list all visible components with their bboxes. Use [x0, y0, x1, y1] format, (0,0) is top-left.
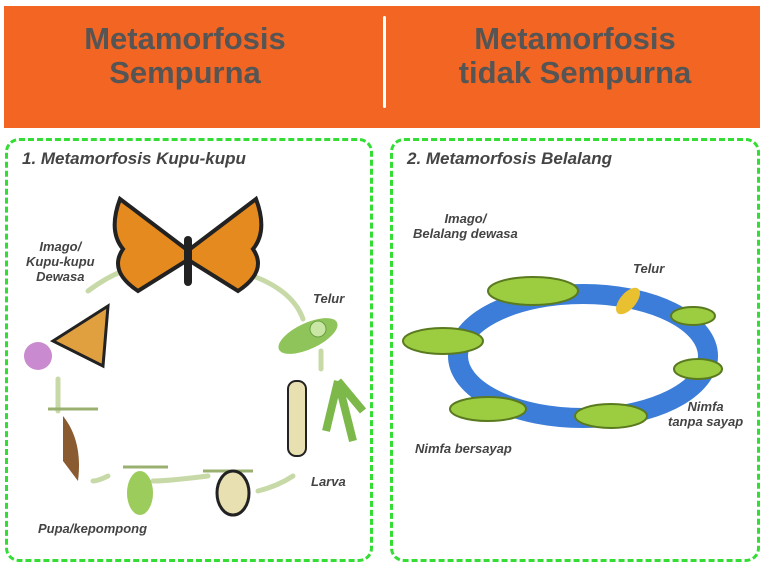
wingless-nymph-icon — [673, 358, 723, 380]
butterfly-cycle-illustration — [24, 195, 367, 517]
wingless-nymph-icon — [670, 306, 716, 326]
flower-icon — [24, 342, 52, 370]
heading-line: Metamorfosis — [474, 21, 676, 56]
butterfly-panel: 1. Metamorfosis Kupu-kupu — [5, 138, 373, 562]
winged-nymph-icon — [449, 396, 527, 422]
egg-icon — [616, 287, 640, 315]
adult-grasshopper-icon — [487, 276, 579, 306]
label-line: Dewasa — [36, 269, 85, 284]
label-line: Imago/ — [444, 211, 487, 226]
incomplete-metamorphosis-heading: Metamorfosis tidak Sempurna — [390, 22, 760, 90]
grasshopper-cycle-illustration — [402, 276, 723, 429]
butterfly-adult-icon — [112, 195, 264, 294]
label-line: Imago/ — [39, 239, 82, 254]
butterfly-on-flower-icon — [49, 303, 110, 369]
chrysalis-icon — [127, 471, 153, 515]
label-line: Belalang dewasa — [413, 226, 518, 241]
stage-label-imago: Imago/ Belalang dewasa — [413, 211, 518, 241]
grasshopper-panel: 2. Metamorfosis Belalang Imago/ Belalang… — [390, 138, 760, 562]
nymph-icon — [574, 403, 648, 429]
heading-line: tidak Sempurna — [458, 55, 692, 90]
larva-icon — [287, 378, 367, 457]
heading-line: Metamorfosis — [84, 21, 286, 56]
label-line: tanpa sayap — [668, 414, 744, 429]
stage-label-wingless-nymph: Nimfa tanpa sayap — [668, 399, 743, 429]
stage-label-egg: Telur — [313, 291, 345, 306]
winged-nymph-icon — [402, 327, 484, 355]
emerging-butterfly-icon — [63, 416, 79, 481]
prepupa-icon — [215, 469, 251, 517]
panel-title: 1. Metamorfosis Kupu-kupu — [22, 149, 246, 168]
stage-label-pupa: Pupa/kepompong — [38, 521, 148, 536]
label-line: Kupu-kupu — [26, 254, 95, 269]
heading-line: Sempurna — [109, 55, 261, 90]
egg-leaf-icon — [278, 318, 338, 354]
stage-label-winged-nymph: Nimfa bersayap — [415, 441, 512, 456]
stage-label-imago: Imago/ Kupu-kupu Dewasa — [26, 239, 95, 284]
label-line: Nimfa — [687, 399, 724, 414]
stage-label-egg: Telur — [633, 261, 665, 276]
complete-metamorphosis-heading: Metamorfosis Sempurna — [0, 22, 370, 90]
header-banner — [4, 6, 760, 128]
panel-title: 2. Metamorfosis Belalang — [407, 149, 613, 168]
header-divider — [383, 16, 386, 108]
stage-label-larva: Larva — [311, 474, 346, 489]
